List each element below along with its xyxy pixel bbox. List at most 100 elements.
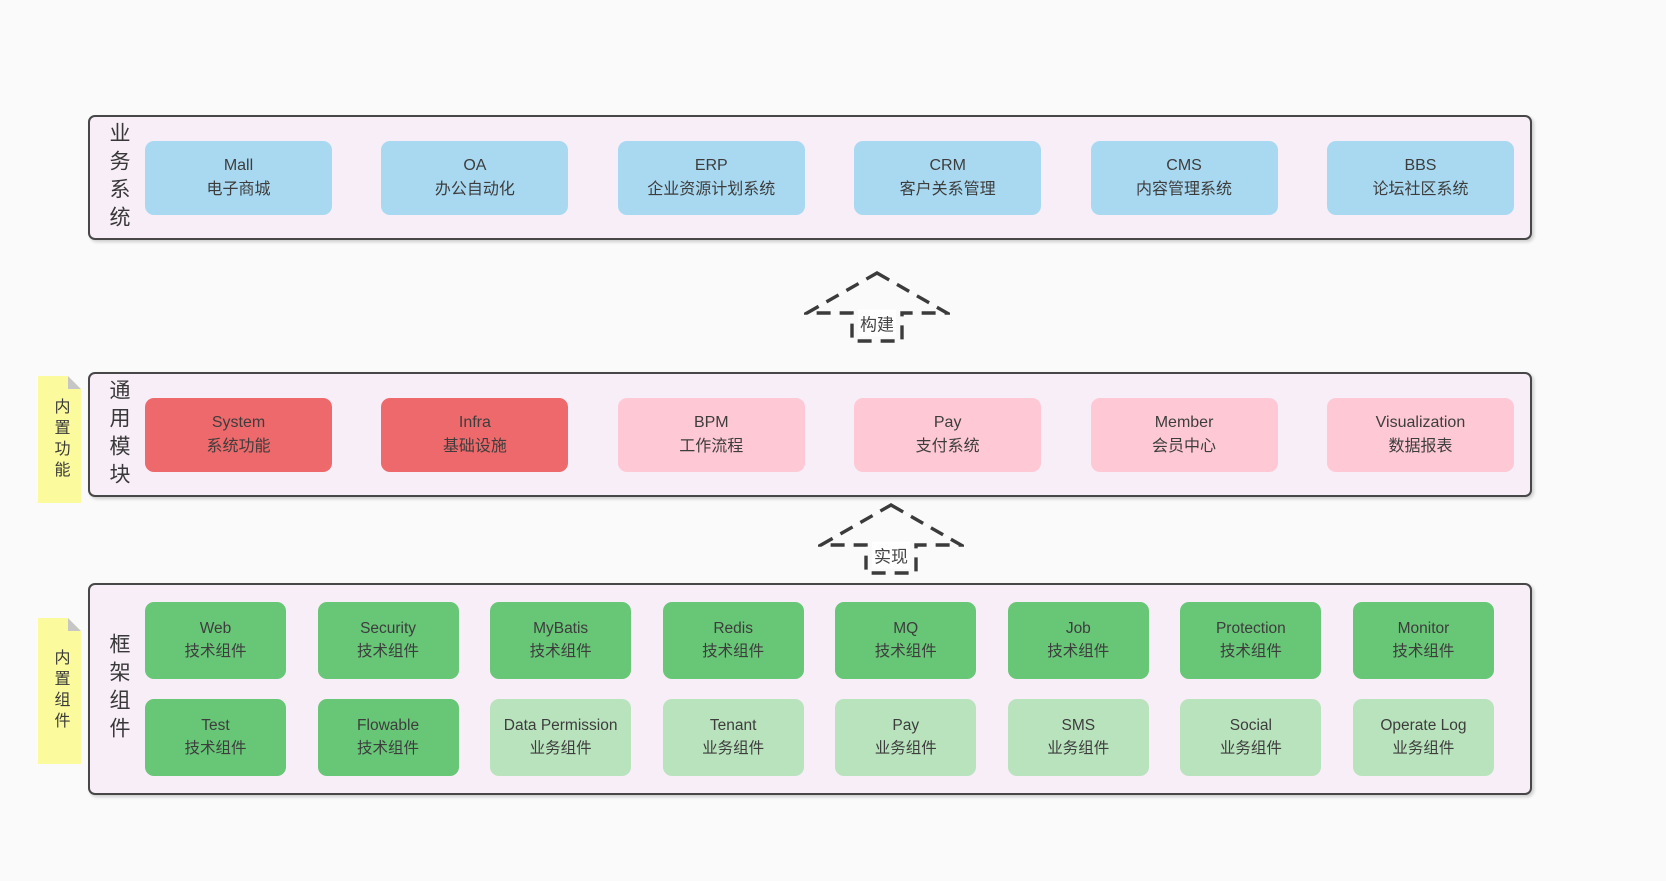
- box-desc: 技术组件: [874, 642, 937, 660]
- box-desc: 客户关系管理: [899, 180, 996, 198]
- framework-box-rows: Web 技术组件 Security 技术组件 MyBatis 技术组件 Redi…: [90, 585, 1530, 793]
- box-desc: 论坛社区系统: [1372, 180, 1469, 198]
- layer-framework-components: 框架组件 Web 技术组件 Security 技术组件 MyBatis 技术组件…: [88, 583, 1532, 795]
- box-name: Web: [199, 620, 232, 638]
- box-bpm: BPM 工作流程: [617, 397, 805, 472]
- box-desc: 办公自动化: [434, 180, 515, 198]
- box-mybatis: MyBatis 技术组件: [490, 602, 632, 679]
- box-desc: 技术组件: [184, 739, 247, 757]
- box-desc: 技术组件: [184, 642, 247, 660]
- box-monitor: Monitor 技术组件: [1352, 602, 1494, 679]
- box-name: BBS: [1404, 156, 1437, 174]
- box-desc: 技术组件: [1392, 642, 1455, 660]
- box-name: BPM: [693, 413, 729, 431]
- box-desc: 业务组件: [1219, 739, 1282, 757]
- box-name: Monitor: [1397, 620, 1450, 638]
- box-desc: 业务组件: [1047, 739, 1110, 757]
- box-name: Operate Log: [1380, 717, 1467, 735]
- box-desc: 技术组件: [702, 642, 765, 660]
- box-member: Member 会员中心: [1090, 397, 1278, 472]
- box-system: System 系统功能: [145, 397, 332, 472]
- box-desc: 业务组件: [529, 739, 592, 757]
- box-protection: Protection 技术组件: [1180, 602, 1322, 679]
- folded-corner-icon: [68, 618, 81, 631]
- modules-box-row: System 系统功能 Infra 基础设施 BPM 工作流程 Pay 支付系统…: [90, 374, 1530, 495]
- box-mq: MQ 技术组件: [835, 602, 977, 679]
- box-desc: 技术组件: [1219, 642, 1282, 660]
- box-name: Protection: [1215, 620, 1286, 638]
- box-name: Member: [1154, 413, 1214, 431]
- box-flowable: Flowable 技术组件: [317, 699, 459, 776]
- layer-label-modules: 通用模块: [107, 378, 130, 491]
- box-desc: 企业资源计划系统: [647, 180, 776, 198]
- business-box-row: Mall 电子商城 OA 办公自动化 ERP 企业资源计划系统 CRM 客户关系…: [90, 117, 1530, 238]
- box-name: MQ: [893, 620, 919, 638]
- box-data-permission: Data Permission 业务组件: [490, 699, 632, 776]
- box-desc: 业务组件: [874, 739, 937, 757]
- box-name: OA: [463, 156, 487, 174]
- sticky-note-builtin-features: 内置功能: [38, 376, 81, 503]
- box-oa: OA 办公自动化: [381, 140, 569, 215]
- box-desc: 内容管理系统: [1136, 180, 1233, 198]
- box-name: Security: [360, 620, 417, 638]
- box-name: Pay: [933, 413, 962, 431]
- box-desc: 业务组件: [1392, 739, 1455, 757]
- box-name: Mall: [223, 156, 254, 174]
- box-name: Job: [1065, 620, 1091, 638]
- box-desc: 技术组件: [357, 739, 420, 757]
- box-desc: 技术组件: [357, 642, 420, 660]
- arrow-build: 构建: [804, 270, 950, 344]
- box-desc: 支付系统: [915, 437, 980, 455]
- arrow-build-label: 构建: [858, 309, 896, 337]
- box-operate-log: Operate Log 业务组件: [1352, 699, 1494, 776]
- box-name: Infra: [458, 413, 491, 431]
- box-erp: ERP 企业资源计划系统: [617, 140, 805, 215]
- box-name: Flowable: [357, 717, 420, 735]
- box-cms: CMS 内容管理系统: [1090, 140, 1278, 215]
- sticky-note-label: 内置功能: [51, 397, 69, 482]
- box-name: Social: [1229, 717, 1272, 735]
- box-name: MyBatis: [533, 620, 589, 638]
- box-name: CMS: [1166, 156, 1202, 174]
- box-bbs: BBS 论坛社区系统: [1326, 140, 1514, 215]
- box-social: Social 业务组件: [1180, 699, 1322, 776]
- box-web: Web 技术组件: [145, 602, 286, 679]
- layer-label-business: 业务系统: [107, 121, 130, 234]
- box-desc: 基础设施: [442, 437, 507, 455]
- box-desc: 技术组件: [1047, 642, 1110, 660]
- box-desc: 业务组件: [702, 739, 765, 757]
- box-desc: 会员中心: [1152, 437, 1217, 455]
- box-name: System: [211, 413, 266, 431]
- box-name: Pay: [892, 717, 920, 735]
- box-name: Redis: [713, 620, 753, 638]
- box-desc: 数据报表: [1388, 437, 1453, 455]
- arrow-implement: 实现: [818, 502, 964, 576]
- sticky-note-builtin-components: 内置组件: [38, 618, 81, 764]
- box-desc: 系统功能: [206, 437, 271, 455]
- box-desc: 工作流程: [679, 437, 744, 455]
- box-name: Tenant: [709, 717, 757, 735]
- layer-business-systems: 业务系统 Mall 电子商城 OA 办公自动化 ERP 企业资源计划系统 CRM…: [88, 115, 1532, 240]
- box-desc: 电子商城: [206, 180, 271, 198]
- box-crm: CRM 客户关系管理: [854, 140, 1042, 215]
- arrow-implement-label: 实现: [872, 541, 910, 569]
- box-job: Job 技术组件: [1007, 602, 1149, 679]
- box-pay-biz: Pay 业务组件: [835, 699, 977, 776]
- box-visualization: Visualization 数据报表: [1326, 397, 1514, 472]
- box-desc: 技术组件: [529, 642, 592, 660]
- box-name: ERP: [694, 156, 728, 174]
- layer-label-framework: 框架组件: [107, 633, 130, 745]
- framework-row-2: Test 技术组件 Flowable 技术组件 Data Permission …: [145, 699, 1494, 776]
- box-name: CRM: [929, 156, 966, 174]
- sticky-note-label: 内置组件: [51, 649, 69, 733]
- box-security: Security 技术组件: [317, 602, 459, 679]
- box-name: SMS: [1061, 717, 1096, 735]
- box-mall: Mall 电子商城: [145, 140, 332, 215]
- box-pay: Pay 支付系统: [854, 397, 1042, 472]
- box-redis: Redis 技术组件: [662, 602, 804, 679]
- box-name: Visualization: [1375, 413, 1466, 431]
- box-name: Data Permission: [503, 717, 618, 735]
- box-tenant: Tenant 业务组件: [662, 699, 804, 776]
- layer-common-modules: 通用模块 System 系统功能 Infra 基础设施 BPM 工作流程 Pay…: [88, 372, 1532, 497]
